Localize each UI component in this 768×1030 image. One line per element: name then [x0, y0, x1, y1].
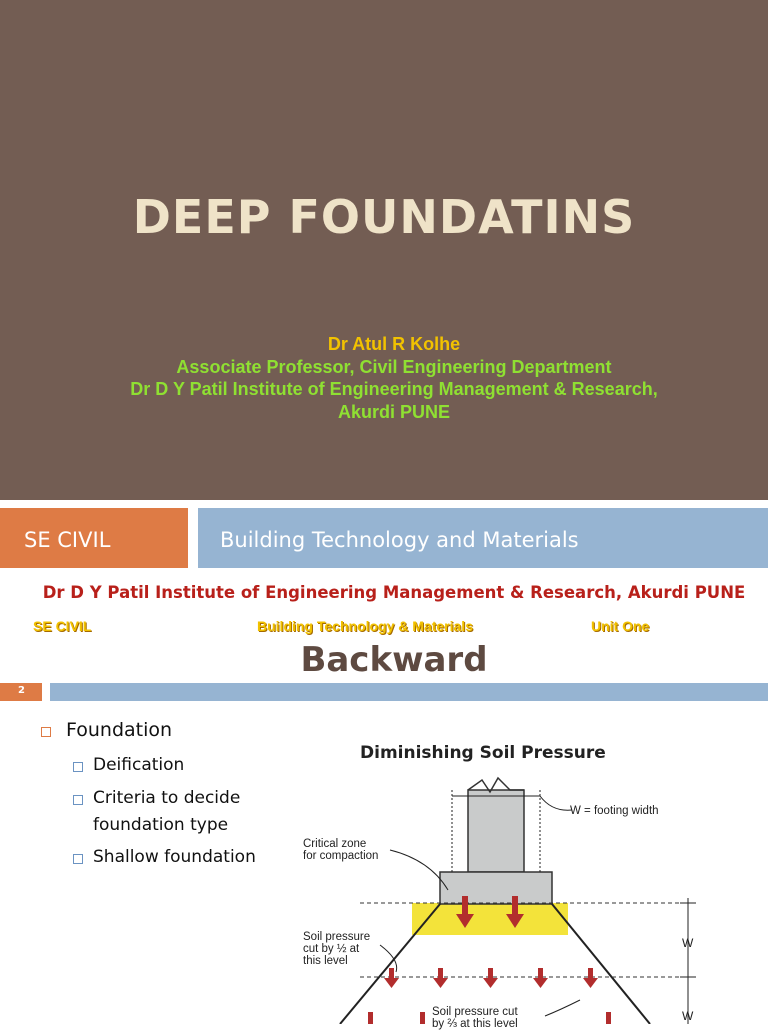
footing: [439, 871, 553, 905]
course-band: SE CIVIL: [0, 508, 188, 568]
subheader-subject: Building Technology & Materials: [257, 618, 473, 634]
bullet-square-icon: [73, 762, 83, 772]
bullet-square-icon: [41, 727, 51, 737]
subheader-course: SE CIVIL: [33, 618, 92, 634]
column-break: [467, 776, 524, 794]
label-soil-pressure-half-1: Soil pressure: [303, 931, 371, 943]
slide-heading: Backward: [300, 640, 488, 680]
slide-title: DEEP FOUNDATINS: [132, 190, 636, 244]
bullet-square-icon: [73, 854, 83, 864]
bullet-deification: Deification: [93, 755, 185, 775]
label-soil-pressure-half-3: this level: [303, 955, 348, 967]
subject-label: Building Technology and Materials: [220, 528, 579, 552]
subject-band: Building Technology and Materials: [198, 508, 768, 568]
bullet-foundation: Foundation: [66, 719, 173, 741]
course-label: SE CIVIL: [24, 528, 111, 552]
dimension-w-2: W: [682, 1009, 694, 1023]
slide-number: 2: [18, 685, 25, 696]
bullet-square-icon: [73, 795, 83, 805]
slide-number-box: 2: [0, 683, 42, 701]
slide-header-bar: [50, 683, 768, 701]
label-soil-pressure-two-thirds-1: Soil pressure cut: [432, 1006, 518, 1018]
affiliation-line-3: Akurdi PUNE: [337, 402, 451, 422]
author-name: Dr Atul R Kolhe: [327, 334, 461, 354]
affiliation-line-1: Associate Professor, Civil Engineering D…: [176, 357, 612, 377]
label-footing-width: W = footing width: [570, 805, 659, 817]
bullet-shallow-foundation: Shallow foundation: [93, 847, 256, 867]
bullet-criteria-line-2: foundation type: [93, 815, 229, 835]
bullet-criteria-line-1: Criteria to decide: [93, 788, 241, 808]
pressure-arrows-1: [456, 896, 524, 928]
label-critical-zone-1: Critical zone: [303, 838, 367, 850]
dimension-w-1: W: [682, 936, 694, 950]
label-soil-pressure-two-thirds-2: by ⅔ at this level: [432, 1018, 518, 1030]
column: [467, 789, 525, 873]
title-slide-panel: [0, 0, 768, 500]
spread-line-left: [339, 903, 441, 1024]
pressure-arrows-2: [384, 968, 598, 988]
label-soil-pressure-half-2: cut by ½ at: [303, 943, 360, 955]
diagram-title: Diminishing Soil Pressure: [360, 743, 606, 763]
soil-pressure-diagram: [339, 776, 696, 1024]
subheader-unit: Unit One: [591, 618, 650, 634]
critical-zone: [412, 903, 568, 935]
institute-header: Dr D Y Patil Institute of Engineering Ma…: [42, 583, 746, 602]
affiliation-line-2: Dr D Y Patil Institute of Engineering Ma…: [130, 379, 658, 399]
spread-line-right: [551, 903, 651, 1024]
label-critical-zone-2: for compaction: [303, 850, 379, 862]
